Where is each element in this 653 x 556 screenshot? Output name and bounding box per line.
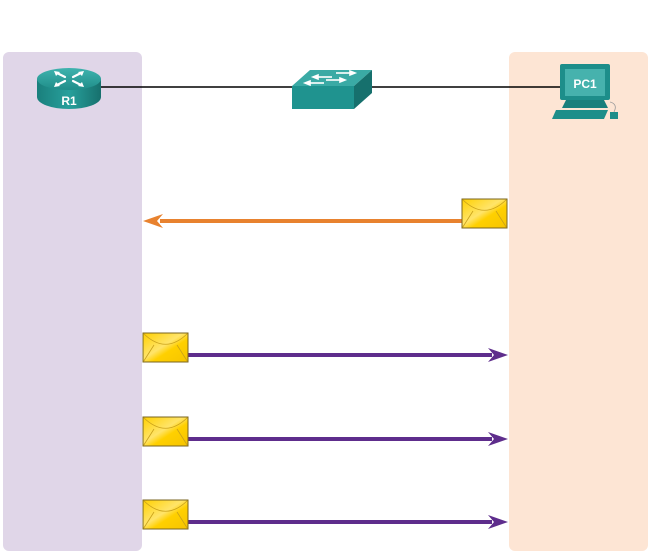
arrowhead-icon [488, 432, 508, 446]
arrowhead-icon [143, 214, 163, 228]
pc-side-panel [509, 52, 648, 551]
router-icon[interactable]: R1 [37, 68, 101, 109]
router-label: R1 [61, 94, 77, 108]
message-1 [143, 198, 508, 229]
envelope-icon [142, 332, 189, 363]
envelope-icon [461, 198, 508, 229]
envelope-icon [142, 416, 189, 447]
pc-label: PC1 [573, 77, 597, 91]
pc-icon[interactable]: PC1 [552, 64, 618, 119]
router-side-panel [3, 52, 142, 551]
arrowhead-icon [488, 515, 508, 529]
switch-icon[interactable] [292, 69, 372, 109]
message-4 [142, 499, 508, 530]
envelope-icon [142, 499, 189, 530]
arrowhead-icon [488, 348, 508, 362]
message-2 [142, 332, 508, 363]
message-flow [142, 198, 508, 530]
message-3 [142, 416, 508, 447]
